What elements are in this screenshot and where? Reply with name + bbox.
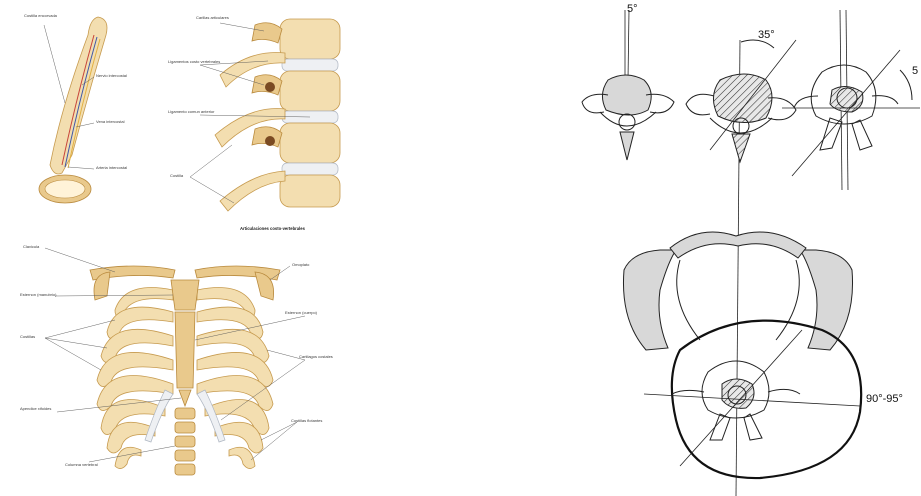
label-nervio: Nervio intercostal — [96, 73, 127, 78]
sternum-manubrium — [171, 280, 199, 310]
rotation-diagram-panel: 5° 35° 5 — [560, 0, 921, 496]
angle-label-90-95-degrees: 90°-95° — [866, 393, 903, 405]
thorax-illustration-panel: Clavicula Omoplato Esternon (manubrio) E… — [15, 240, 350, 490]
vertebra-rotated-35 — [686, 40, 796, 162]
angle-label-5: 5 — [912, 65, 918, 77]
vertebra-2 — [280, 71, 340, 111]
spine — [175, 408, 195, 475]
label-flotantes: Costillas flotantes — [291, 418, 322, 423]
label-apendice: Apendice xifoides — [20, 406, 51, 411]
vertebra-3 — [280, 123, 340, 163]
rib-illustration-panel: Costilla encorvada Nervio intercostal Ve… — [10, 5, 130, 210]
label-costilla-line1: Costilla encorvada — [24, 13, 58, 18]
label-lig-comun: Ligamento comun anterior — [168, 109, 215, 114]
vertebra-rotated-right — [782, 50, 920, 176]
vertebra-neutral — [582, 75, 674, 160]
label-arteria: Arteria intercostal — [96, 165, 127, 170]
vertebra-1 — [280, 19, 340, 59]
label-esternon-cuerpo: Esternon (cuerpo) — [285, 310, 318, 315]
label-columna: Columna vertebral — [65, 462, 98, 467]
label-carillas: Carillas articulares — [196, 15, 229, 20]
caption-costo-vertebrales: Articulaciones costo-vertebrales — [240, 226, 306, 231]
vertebra-4 — [280, 175, 340, 207]
angle-label-35-degrees: 35° — [758, 29, 775, 41]
sternum-body — [175, 312, 195, 388]
thorax-illustration: Clavicula Omoplato Esternon (manubrio) E… — [15, 240, 350, 490]
label-cartilagos: Cartilagos costales — [299, 354, 333, 359]
label-omoplato: Omoplato — [292, 262, 310, 267]
costovertebral-illustration: Carillas articulares Ligamentos costo ve… — [160, 5, 360, 235]
ribs-right — [197, 288, 273, 469]
label-clavicula: Clavicula — [23, 244, 40, 249]
vertebra-illustration-panel: Carillas articulares Ligamentos costo ve… — [160, 5, 360, 235]
rib-illustration: Costilla encorvada Nervio intercostal Ve… — [10, 5, 130, 210]
vertebral-rotation-diagram: 5° 35° 5 — [560, 0, 921, 496]
label-vena: Vena intercostal — [96, 119, 125, 124]
angle-label-5-degrees: 5° — [627, 3, 638, 15]
label-esternon-manubrio: Esternon (manubrio) — [20, 292, 57, 297]
ribs-left — [97, 288, 173, 469]
label-costillas: Costillas — [20, 334, 35, 339]
label-costilla: Costilla — [170, 173, 184, 178]
label-lig-costo: Ligamentos costo vertebrales — [168, 59, 220, 64]
rib-lower — [220, 171, 285, 211]
